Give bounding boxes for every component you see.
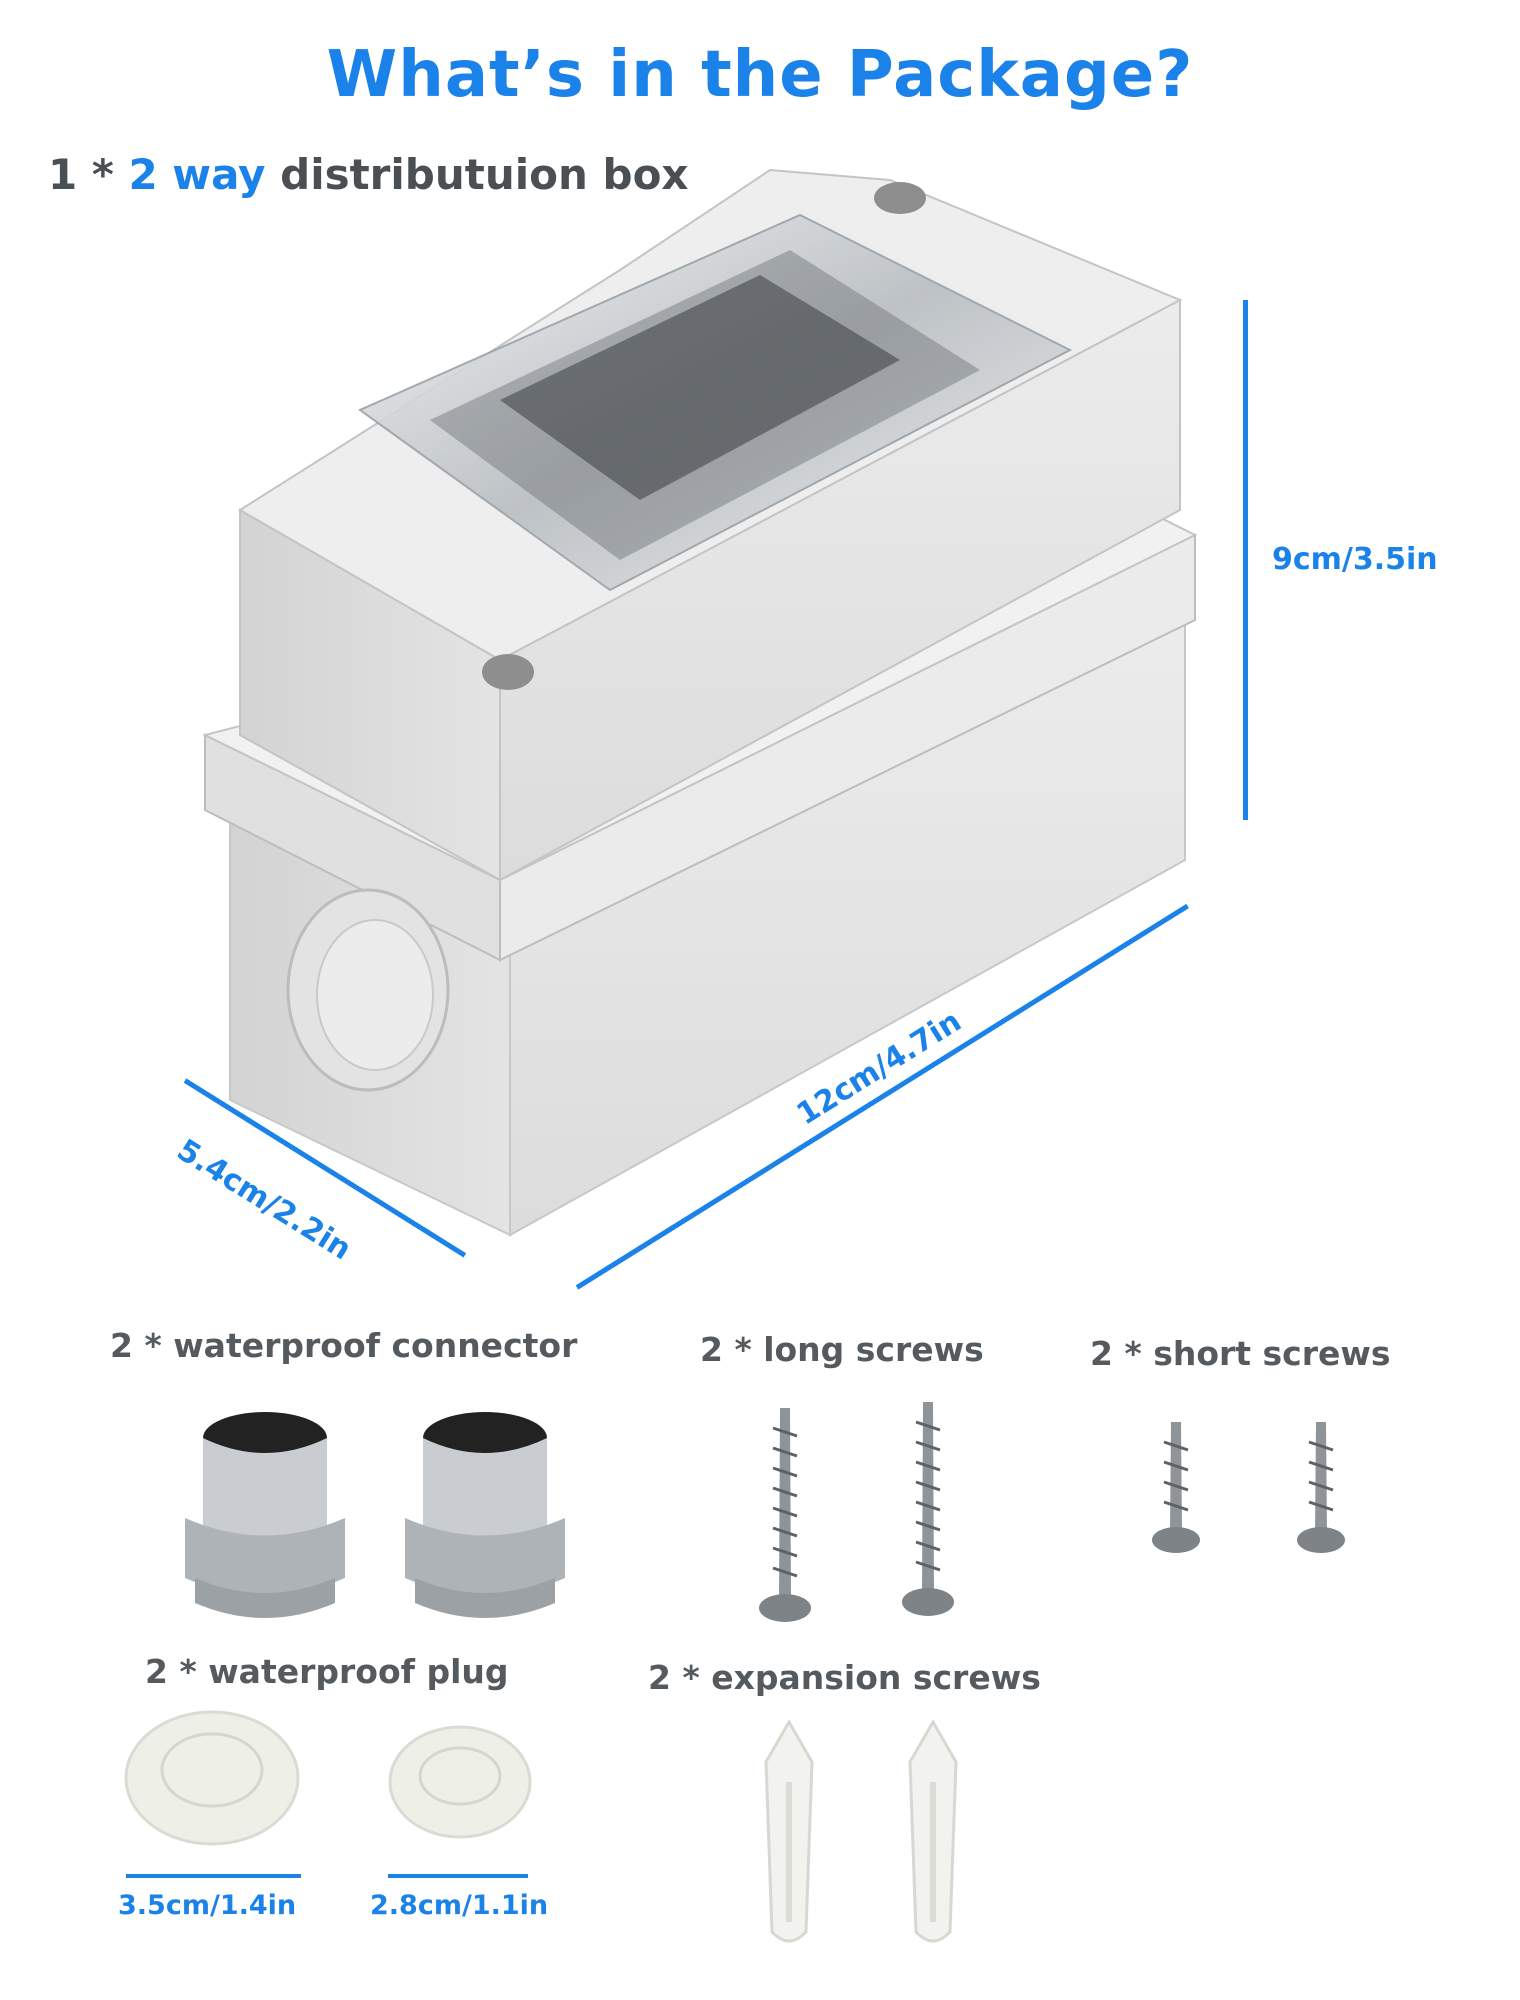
main-item-highlight: 2 way: [128, 150, 266, 199]
large-plug-size-line: [126, 1874, 301, 1878]
screw-icon: [1152, 1422, 1200, 1553]
expansion-screws-label: 2 * expansion screws: [648, 1658, 1041, 1697]
main-item-qty: 1 *: [48, 150, 114, 199]
main-item-name: distributuion box: [280, 150, 689, 199]
plug-icon: [388, 1725, 532, 1839]
plug-icon: [124, 1710, 300, 1846]
cable-gland-icon: [185, 1412, 345, 1618]
small-plug-size-line: [388, 1874, 528, 1878]
wall-anchor-icon: [764, 1718, 814, 1943]
short-screws-label: 2 * short screws: [1090, 1334, 1391, 1373]
plug-label: 2 * waterproof plug: [145, 1652, 509, 1691]
wall-anchor-icon: [908, 1718, 958, 1943]
connector-label: 2 * waterproof connector: [110, 1326, 578, 1365]
screw-icon: [759, 1408, 811, 1622]
screw-icon: [1297, 1422, 1345, 1553]
small-plug-size-label: 2.8cm/1.1in: [370, 1890, 549, 1921]
page-title: What’s in the Package?: [326, 38, 1194, 112]
screw-icon: [902, 1402, 954, 1616]
large-plug-size-label: 3.5cm/1.4in: [118, 1890, 297, 1921]
cable-gland-icon: [405, 1412, 565, 1618]
height-dimension-line: [1243, 300, 1248, 820]
main-item-label: 1 * 2 way distributuion box: [48, 150, 689, 199]
height-dimension-label: 9cm/3.5in: [1272, 542, 1438, 577]
long-screws-label: 2 * long screws: [700, 1330, 984, 1369]
